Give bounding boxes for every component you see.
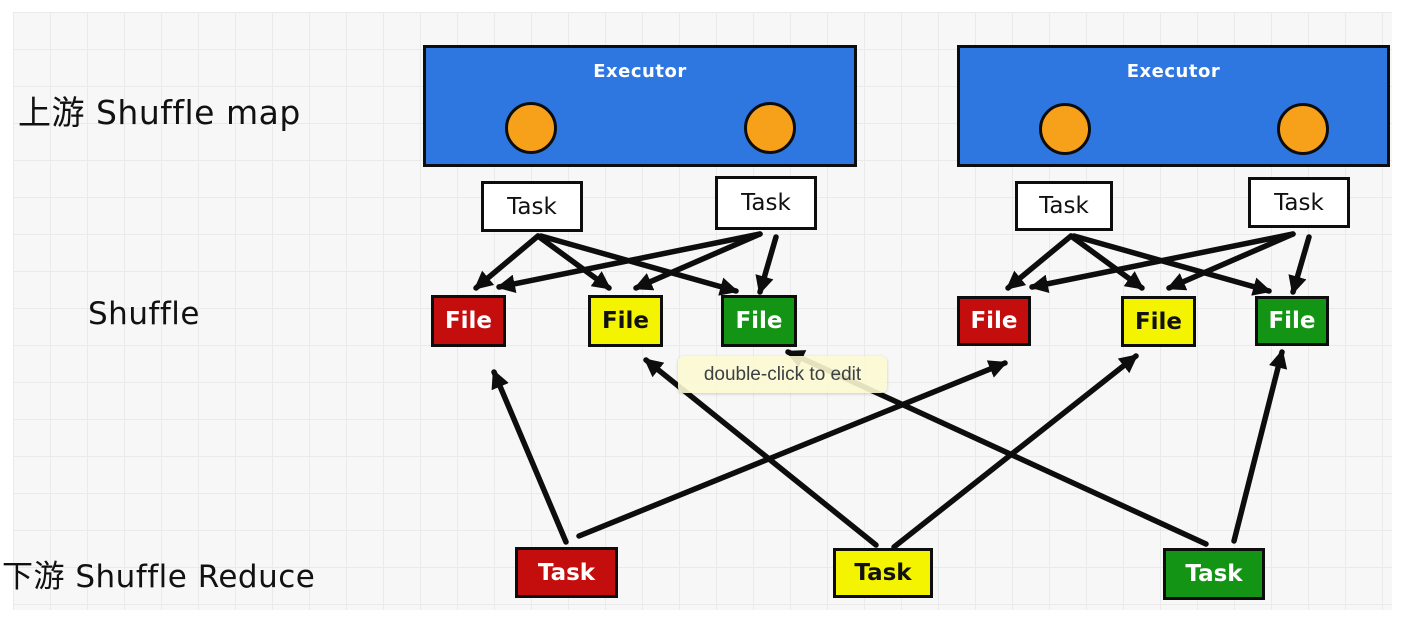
- file-label: File: [444, 308, 493, 334]
- executor-label: Executor: [1126, 61, 1221, 82]
- task-label: Task: [507, 193, 557, 220]
- edit-tooltip-text: double-click to edit: [703, 363, 862, 385]
- file-label: File: [1268, 308, 1316, 334]
- file-box-yellow-1[interactable]: File: [588, 295, 663, 347]
- arrow-maptask1-file-yellow1[interactable]: [535, 233, 612, 291]
- label-shuffle: Shuffle: [88, 296, 200, 332]
- reduce-task-box-green[interactable]: Task: [1163, 548, 1265, 600]
- core-circle-icon[interactable]: [744, 102, 796, 154]
- arrow-reducegreen-file-green2[interactable]: [1231, 349, 1288, 544]
- task-label: Task: [1274, 189, 1324, 216]
- arrow-reduceyellow-file-yellow2[interactable]: [891, 353, 1139, 550]
- file-label: File: [1134, 308, 1183, 335]
- core-circle-icon[interactable]: [505, 102, 557, 154]
- map-task-box-3[interactable]: Task: [1015, 181, 1113, 231]
- arrow-maptask3-file-green2[interactable]: [1071, 233, 1272, 296]
- file-box-yellow-2[interactable]: File: [1121, 296, 1196, 347]
- core-circle-icon[interactable]: [1277, 103, 1329, 155]
- reduce-task-box-red[interactable]: Task: [515, 547, 618, 598]
- executor-box-2[interactable]: Executor: [957, 45, 1390, 167]
- task-label: Task: [1039, 193, 1089, 219]
- task-label: Task: [741, 190, 791, 216]
- file-box-red-2[interactable]: File: [957, 296, 1031, 346]
- arrow-maptask3-file-red2[interactable]: [1005, 233, 1074, 291]
- executor-label: Executor: [593, 61, 687, 82]
- file-box-green-2[interactable]: File: [1255, 296, 1329, 346]
- map-task-box-1[interactable]: Task: [481, 181, 583, 232]
- arrow-maptask4-file-yellow2[interactable]: [1166, 231, 1296, 291]
- arrow-maptask2-file-red1[interactable]: [496, 231, 763, 293]
- edit-tooltip: double-click to edit: [678, 356, 887, 393]
- file-label: File: [735, 308, 783, 334]
- arrow-reducered-file-red1[interactable]: [491, 369, 569, 545]
- arrow-maptask1-file-green1[interactable]: [538, 233, 739, 296]
- task-label: Task: [1185, 561, 1243, 587]
- file-box-red-1[interactable]: File: [431, 295, 506, 347]
- task-label: Task: [537, 559, 596, 586]
- label-upstream-shuffle-map: 上游 Shuffle map: [18, 93, 301, 132]
- arrow-maptask2-file-yellow1[interactable]: [633, 231, 763, 291]
- core-circle-icon[interactable]: [1039, 103, 1091, 155]
- map-task-box-2[interactable]: Task: [715, 176, 817, 230]
- arrow-maptask3-file-yellow2[interactable]: [1068, 233, 1145, 291]
- file-box-green-1[interactable]: File: [721, 295, 797, 347]
- executor-box-1[interactable]: Executor: [423, 45, 857, 167]
- arrow-maptask4-file-green2[interactable]: [1288, 234, 1312, 295]
- arrow-maptask1-file-red1[interactable]: [473, 233, 541, 291]
- file-label: File: [601, 308, 650, 334]
- reduce-task-box-yellow[interactable]: Task: [833, 548, 933, 598]
- arrow-reducered-file-red2[interactable]: [576, 360, 1008, 539]
- map-task-box-4[interactable]: Task: [1248, 177, 1350, 228]
- label-downstream-shuffle-reduce: 下游 Shuffle Reduce: [2, 559, 316, 595]
- file-label: File: [970, 308, 1018, 334]
- arrow-maptask4-file-red2[interactable]: [1029, 231, 1296, 293]
- arrow-maptask2-file-green1[interactable]: [755, 234, 779, 295]
- task-label: Task: [854, 560, 912, 586]
